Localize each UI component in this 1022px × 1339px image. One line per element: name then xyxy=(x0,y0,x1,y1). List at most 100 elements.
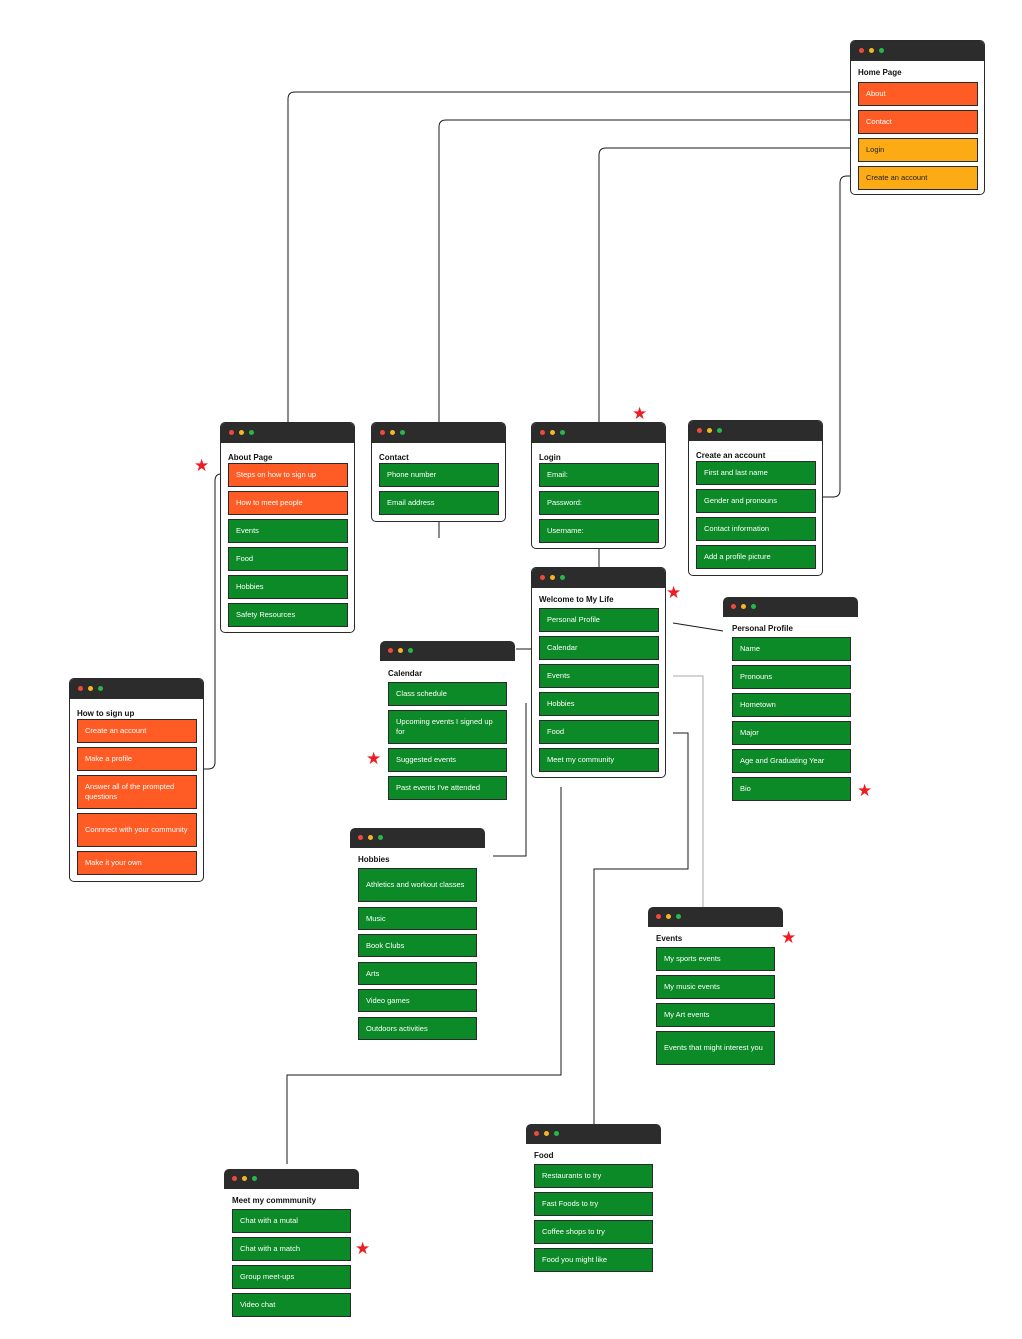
hobbies-arts[interactable]: Arts xyxy=(358,962,477,985)
hobbies-athletics[interactable]: Athletics and workout classes xyxy=(358,868,477,902)
events-might-interest-you[interactable]: Events that might interest you xyxy=(656,1031,775,1065)
star-icon: ★ xyxy=(666,583,682,602)
profile-name[interactable]: Name xyxy=(732,637,851,661)
how-to-sign-up-window: How to sign up Create an account Make a … xyxy=(69,678,204,882)
window-title: Home Page xyxy=(858,68,902,77)
profile-hometown[interactable]: Hometown xyxy=(732,693,851,717)
home-page-window: Home Page About Contact Login Create an … xyxy=(850,40,985,195)
calendar-past-events[interactable]: Past events I've attended xyxy=(388,776,507,800)
create-profile-picture-button[interactable]: Add a profile picture xyxy=(696,545,816,569)
about-steps-sign-up[interactable]: Steps on how to sign up xyxy=(228,463,348,487)
events-art[interactable]: My Art events xyxy=(656,1003,775,1027)
about-page-window: About Page Steps on how to sign up How t… xyxy=(220,422,355,633)
welcome-hobbies[interactable]: Hobbies xyxy=(539,692,659,716)
star-icon: ★ xyxy=(632,404,648,423)
hobbies-video-games[interactable]: Video games xyxy=(358,989,477,1012)
star-icon: ★ xyxy=(857,781,873,800)
signup-make-it-your-own[interactable]: Make it your own xyxy=(77,851,197,875)
welcome-events[interactable]: Events xyxy=(539,664,659,688)
welcome-calendar[interactable]: Calendar xyxy=(539,636,659,660)
window-title-bar xyxy=(224,1169,359,1189)
create-account-window: Create an account First and last name Ge… xyxy=(688,420,823,576)
window-title-bar xyxy=(372,423,505,443)
home-login-button[interactable]: Login xyxy=(858,138,978,162)
calendar-class-schedule[interactable]: Class schedule xyxy=(388,682,507,706)
create-name-field[interactable]: First and last name xyxy=(696,461,816,485)
hobbies-book-clubs[interactable]: Book Clubs xyxy=(358,934,477,957)
window-title-bar xyxy=(648,907,783,927)
window-title: How to sign up xyxy=(77,709,135,718)
window-title-bar xyxy=(851,41,984,61)
calendar-upcoming-events[interactable]: Upcoming events I signed up for xyxy=(388,710,507,744)
hobbies-music[interactable]: Music xyxy=(358,907,477,930)
create-contact-info-field[interactable]: Contact information xyxy=(696,517,816,541)
window-title: Meet my commmunity xyxy=(232,1196,317,1205)
welcome-window: Welcome to My Life Personal Profile Cale… xyxy=(531,567,666,778)
login-email-field[interactable]: Email: xyxy=(539,463,659,487)
signup-answer-questions[interactable]: Answer all of the prompted questions xyxy=(77,775,197,809)
window-title: Contact xyxy=(379,453,409,462)
window-title: Hobbies xyxy=(358,855,390,864)
window-title-bar xyxy=(723,597,858,617)
home-about-button[interactable]: About xyxy=(858,82,978,106)
events-music[interactable]: My music events xyxy=(656,975,775,999)
community-window: Meet my commmunity Chat with a mutal Cha… xyxy=(224,1169,359,1317)
contact-email-address[interactable]: Email address xyxy=(379,491,499,515)
create-gender-pronouns-field[interactable]: Gender and pronouns xyxy=(696,489,816,513)
window-title: Create an account xyxy=(696,451,766,460)
window-title-bar xyxy=(221,423,354,443)
food-fast-foods[interactable]: Fast Foods to try xyxy=(534,1192,653,1216)
welcome-food[interactable]: Food xyxy=(539,720,659,744)
about-events[interactable]: Events xyxy=(228,519,348,543)
window-title: Personal Profile xyxy=(732,624,793,633)
welcome-personal-profile[interactable]: Personal Profile xyxy=(539,608,659,632)
window-title-bar xyxy=(532,423,665,443)
window-title-bar xyxy=(689,421,822,441)
food-you-might-like[interactable]: Food you might like xyxy=(534,1248,653,1272)
window-title: Events xyxy=(656,934,683,943)
window-title: Food xyxy=(534,1151,554,1160)
food-window: Food Restaurants to try Fast Foods to tr… xyxy=(526,1124,661,1272)
login-password-field[interactable]: Password: xyxy=(539,491,659,515)
community-chat-mutual[interactable]: Chat with a mutal xyxy=(232,1209,351,1233)
calendar-window: Calendar Class schedule Upcoming events … xyxy=(380,641,515,801)
signup-make-profile[interactable]: Make a profile xyxy=(77,747,197,771)
about-hobbies[interactable]: Hobbies xyxy=(228,575,348,599)
window-title: Login xyxy=(539,453,561,462)
about-safety-resources[interactable]: Safety Resources xyxy=(228,603,348,627)
star-icon: ★ xyxy=(366,749,382,768)
about-meet-people[interactable]: How to meet people xyxy=(228,491,348,515)
home-contact-button[interactable]: Contact xyxy=(858,110,978,134)
food-restaurants[interactable]: Restaurants to try xyxy=(534,1164,653,1188)
signup-create-account[interactable]: Create an account xyxy=(77,719,197,743)
star-icon: ★ xyxy=(194,456,210,475)
community-group-meetups[interactable]: Group meet-ups xyxy=(232,1265,351,1289)
home-create-account-button[interactable]: Create an account xyxy=(858,166,978,190)
window-title-bar xyxy=(380,641,515,661)
hobbies-window: Hobbies Athletics and workout classes Mu… xyxy=(350,828,485,1042)
community-chat-match[interactable]: Chat with a match xyxy=(232,1237,351,1261)
window-title-bar xyxy=(532,568,665,588)
login-username-field[interactable]: Username: xyxy=(539,519,659,543)
window-title-bar xyxy=(526,1124,661,1144)
window-title: About Page xyxy=(228,453,273,462)
window-title: Calendar xyxy=(388,669,423,678)
contact-window: Contact Phone number Email address xyxy=(371,422,506,522)
profile-bio[interactable]: Bio xyxy=(732,777,851,801)
about-food[interactable]: Food xyxy=(228,547,348,571)
community-video-chat[interactable]: Video chat xyxy=(232,1293,351,1317)
signup-connect-community[interactable]: Connnect with your community xyxy=(77,813,197,847)
events-sports[interactable]: My sports events xyxy=(656,947,775,971)
hobbies-outdoors[interactable]: Outdoors activities xyxy=(358,1017,477,1040)
contact-phone-number[interactable]: Phone number xyxy=(379,463,499,487)
profile-age-graduating-year[interactable]: Age and Graduating Year xyxy=(732,749,851,773)
window-title-bar xyxy=(70,679,203,699)
profile-major[interactable]: Major xyxy=(732,721,851,745)
calendar-suggested-events[interactable]: Suggested events xyxy=(388,748,507,772)
food-coffee-shops[interactable]: Coffee shops to try xyxy=(534,1220,653,1244)
window-title-bar xyxy=(350,828,485,848)
profile-pronouns[interactable]: Pronouns xyxy=(732,665,851,689)
welcome-meet-community[interactable]: Meet my community xyxy=(539,748,659,772)
events-window: Events My sports events My music events … xyxy=(648,907,783,1065)
